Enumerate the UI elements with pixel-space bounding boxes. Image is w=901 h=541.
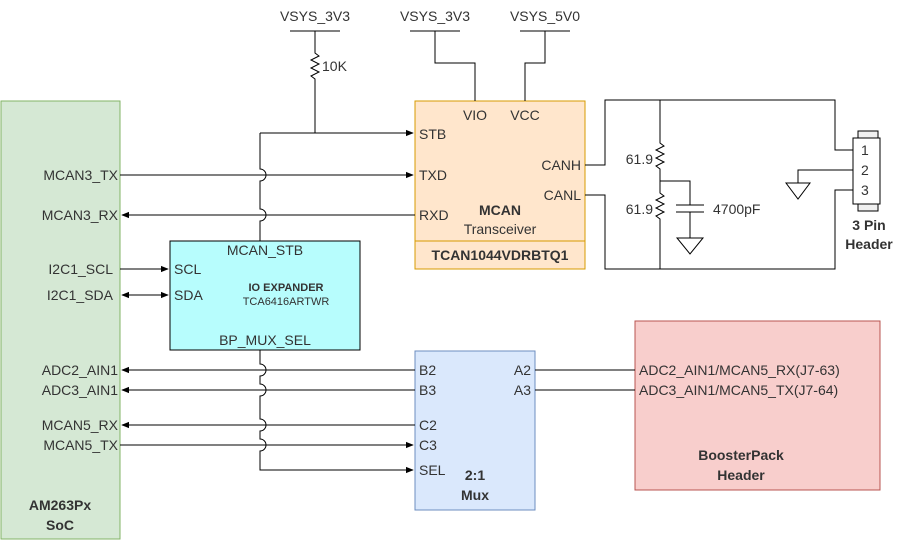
- boosterpack-title-line2: Header: [717, 467, 765, 483]
- mux-pin-b3: B3: [419, 382, 436, 398]
- header-pin-3: 3: [861, 182, 869, 198]
- resistor-top-value: 61.9: [626, 151, 653, 167]
- transceiver-part-box: [414, 240, 586, 270]
- soc-signal-adc3-ain1: ADC3_AIN1: [42, 382, 118, 398]
- soc-block: [0, 100, 121, 540]
- transceiver-title-line1: MCAN: [479, 202, 521, 218]
- ground-symbol-cap: [675, 237, 705, 255]
- transceiver-pin-stb: STB: [419, 126, 446, 142]
- expander-pin-bp-mux-sel: BP_MUX_SEL: [219, 332, 311, 348]
- capacitor-value: 4700pF: [713, 201, 760, 217]
- header-title-line1: 3 Pin: [852, 217, 885, 233]
- soc-signal-mcan5-tx: MCAN5_TX: [43, 437, 118, 453]
- mux-title-line2: Mux: [461, 487, 489, 503]
- vsys-3v3-left-label: VSYS_3V3: [280, 8, 350, 24]
- wires: [120, 129, 635, 474]
- header-pin-1: 1: [861, 142, 869, 158]
- termination-resistor-top: [654, 141, 666, 171]
- transceiver-pin-vcc: VCC: [510, 107, 540, 123]
- mux-pin-sel: SEL: [419, 462, 446, 478]
- soc-signal-mcan3-rx: MCAN3_RX: [42, 207, 119, 223]
- transceiver-pin-canh: CANH: [541, 157, 581, 173]
- power-rails: [290, 30, 570, 133]
- mux-title-line1: 2:1: [465, 467, 485, 483]
- ground-symbol-header: [785, 182, 811, 200]
- transceiver-pin-canl: CANL: [544, 187, 582, 203]
- transceiver-part-number: TCAN1044VDRBTQ1: [432, 247, 569, 263]
- header-title-line2: Header: [845, 236, 893, 252]
- expander-pin-mcan-stb: MCAN_STB: [227, 242, 303, 258]
- expander-part-number: TCA6416ARTWR: [243, 296, 330, 308]
- soc-signal-i2c1-sda: I2C1_SDA: [47, 287, 114, 303]
- boosterpack-signal-1: ADC2_AIN1/MCAN5_RX(J7-63): [639, 362, 840, 378]
- boosterpack-signal-2: ADC3_AIN1/MCAN5_TX(J7-64): [639, 382, 838, 398]
- mux-pin-b2: B2: [419, 362, 436, 378]
- vsys-3v3-mid-label: VSYS_3V3: [400, 8, 470, 24]
- soc-signal-mcan3-tx: MCAN3_TX: [43, 167, 118, 183]
- mux-pin-c3: C3: [419, 437, 437, 453]
- resistor-bottom-value: 61.9: [626, 201, 653, 217]
- expander-pin-sda: SDA: [174, 287, 203, 303]
- pullup-value-label: 10K: [322, 58, 348, 74]
- expander-title: IO EXPANDER: [249, 282, 324, 294]
- header-pin-2: 2: [861, 162, 869, 178]
- soc-signal-i2c1-scl: I2C1_SCL: [48, 261, 113, 277]
- expander-pin-scl: SCL: [174, 261, 201, 277]
- transceiver-title-line2: Transceiver: [464, 221, 537, 237]
- boosterpack-block: [634, 320, 881, 491]
- transceiver-pin-txd: TXD: [419, 167, 447, 183]
- boosterpack-title-line1: BoosterPack: [698, 447, 784, 463]
- mux-pin-c2: C2: [419, 417, 437, 433]
- termination-resistor-bottom: [654, 191, 666, 221]
- mux-block: [414, 350, 536, 511]
- can-termination: [585, 99, 853, 270]
- vsys-5v0-label: VSYS_5V0: [510, 8, 580, 24]
- header-connector: [852, 130, 881, 212]
- pullup-resistor: [309, 50, 321, 82]
- transceiver-pin-vio: VIO: [463, 107, 487, 123]
- soc-title-line1: AM263Px: [29, 497, 91, 513]
- soc-title-line2: SoC: [46, 517, 74, 533]
- soc-signal-adc2-ain1: ADC2_AIN1: [42, 362, 118, 378]
- transceiver-pin-rxd: RXD: [419, 207, 449, 223]
- soc-signal-mcan5-rx: MCAN5_RX: [42, 417, 119, 433]
- mux-pin-a2: A2: [514, 362, 531, 378]
- mux-pin-a3: A3: [514, 382, 531, 398]
- io-expander-block: [169, 240, 361, 351]
